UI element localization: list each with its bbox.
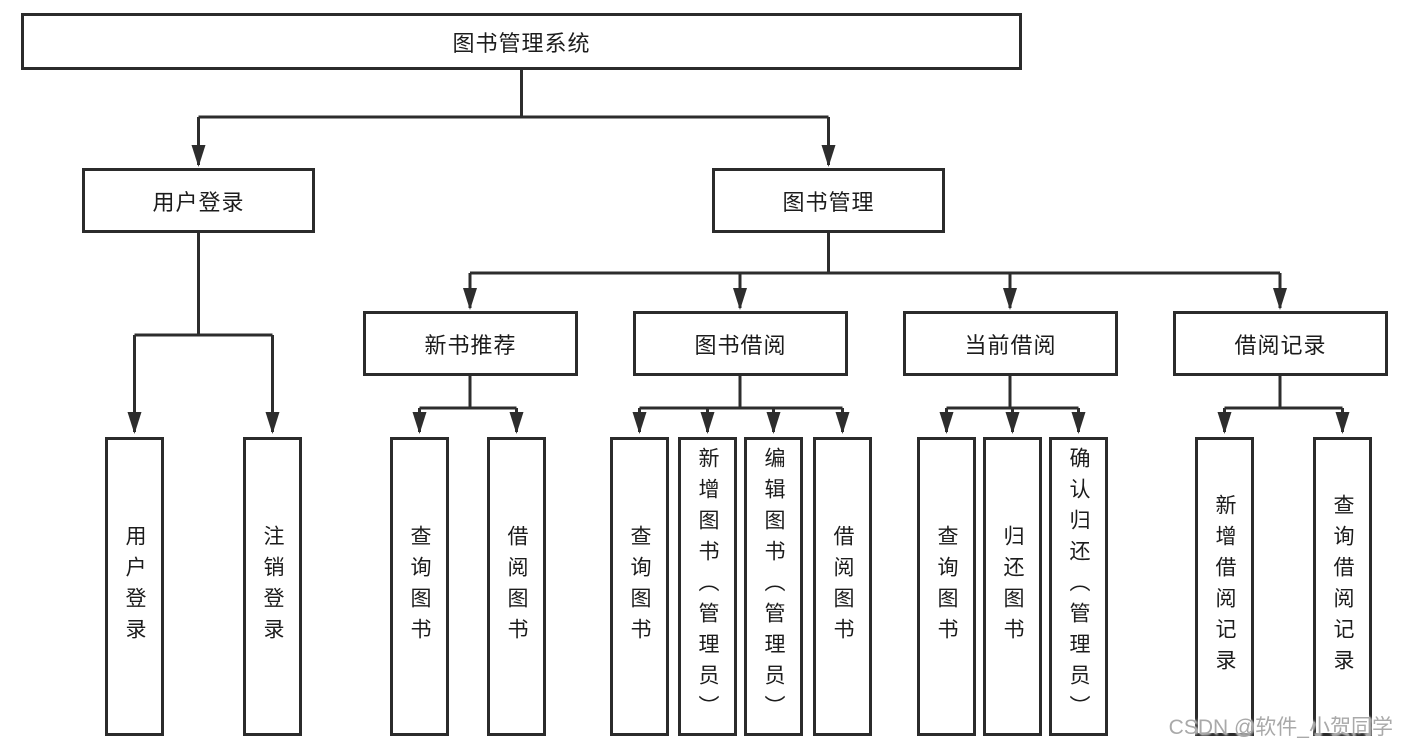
leaf-query-borrow-record: 查询借阅记录 (1313, 437, 1372, 736)
leaf-return-books: 归还图书 (983, 437, 1042, 736)
leaf-label: 查询借阅记录 (1331, 493, 1354, 680)
leaf-label: 编辑图书（管理员） (762, 447, 785, 726)
leaf-logout: 注销登录 (243, 437, 302, 736)
leaf-label: 注销登录 (261, 524, 284, 649)
leaf-label: 借阅图书 (505, 524, 528, 649)
leaf-label: 确认归还（管理员） (1067, 447, 1090, 726)
leaf-confirm-return-admin: 确认归还（管理员） (1049, 437, 1108, 736)
node-label: 图书借阅 (694, 332, 787, 358)
leaf-label: 新增图书（管理员） (696, 447, 719, 726)
node-label: 借阅记录 (1234, 332, 1327, 358)
leaf-label: 借阅图书 (831, 524, 854, 649)
leaf-query-books: 查询图书 (610, 437, 669, 736)
leaf-borrow-books: 借阅图书 (487, 437, 546, 736)
leaf-user-login: 用户登录 (105, 437, 164, 736)
watermark: CSDN @软件_小贺同学 (1168, 716, 1393, 739)
node-book-borrow: 图书借阅 (633, 311, 848, 376)
leaf-label: 归还图书 (1001, 524, 1024, 649)
leaf-label: 用户登录 (123, 524, 146, 649)
node-borrow-records: 借阅记录 (1173, 311, 1388, 376)
node-book-management: 图书管理 (712, 168, 945, 233)
leaf-query-books: 查询图书 (917, 437, 976, 736)
node-current-borrow: 当前借阅 (903, 311, 1118, 376)
leaf-query-books: 查询图书 (390, 437, 449, 736)
leaf-label: 新增借阅记录 (1213, 493, 1236, 680)
node-label: 图书管理 (782, 189, 875, 215)
node-new-book-recommend: 新书推荐 (363, 311, 578, 376)
node-user-login: 用户登录 (82, 168, 315, 233)
node-label: 用户登录 (152, 189, 245, 215)
node-label: 图书管理系统 (452, 30, 591, 56)
leaf-edit-books-admin: 编辑图书（管理员） (744, 437, 803, 736)
leaf-borrow-books: 借阅图书 (813, 437, 872, 736)
leaf-label: 查询图书 (408, 524, 431, 649)
leaf-add-borrow-record: 新增借阅记录 (1195, 437, 1254, 736)
node-label: 当前借阅 (964, 332, 1057, 358)
leaf-label: 查询图书 (628, 524, 651, 649)
node-library-system: 图书管理系统 (21, 13, 1022, 70)
node-label: 新书推荐 (424, 332, 517, 358)
leaf-label: 查询图书 (935, 524, 958, 649)
leaf-add-books-admin: 新增图书（管理员） (678, 437, 737, 736)
